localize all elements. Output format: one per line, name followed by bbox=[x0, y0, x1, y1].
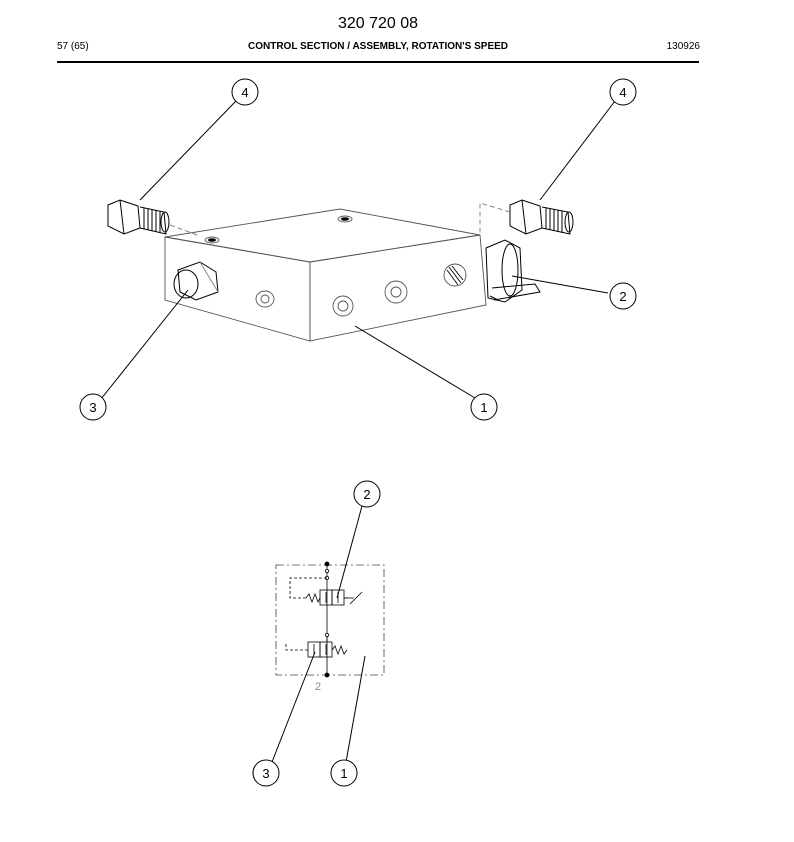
fitting-4-left bbox=[107, 199, 201, 237]
svg-text:3: 3 bbox=[89, 400, 96, 415]
callout-upper-1: 1 bbox=[470, 393, 498, 421]
page-number: 57 (65) bbox=[57, 41, 89, 52]
hydraulic-schematic: 2 bbox=[275, 561, 385, 693]
document-number: 320 720 08 bbox=[337, 15, 419, 32]
fitting-4-right bbox=[479, 199, 574, 235]
callout-upper-4-left: 4 bbox=[231, 78, 259, 106]
callout-upper-2: 2 bbox=[609, 282, 637, 310]
svg-text:4: 4 bbox=[619, 85, 626, 100]
valve-block bbox=[164, 208, 487, 342]
svg-text:2: 2 bbox=[315, 681, 321, 693]
header-rule bbox=[57, 61, 699, 63]
svg-text:1: 1 bbox=[340, 766, 347, 781]
callout-upper-3: 3 bbox=[79, 393, 107, 421]
svg-text:1: 1 bbox=[480, 400, 487, 415]
svg-text:3: 3 bbox=[262, 766, 269, 781]
svg-text:2: 2 bbox=[619, 289, 626, 304]
plug-3 bbox=[173, 261, 219, 301]
document-date: 130926 bbox=[666, 41, 700, 52]
callout-lower-2: 2 bbox=[353, 480, 381, 508]
page-title: CONTROL SECTION / ASSEMBLY, ROTATION'S S… bbox=[248, 41, 508, 52]
svg-text:4: 4 bbox=[241, 85, 248, 100]
svg-text:2: 2 bbox=[363, 487, 370, 502]
callout-lower-3: 3 bbox=[252, 759, 280, 787]
lower-leaders bbox=[271, 505, 366, 763]
upper-leaders bbox=[100, 100, 616, 400]
callout-upper-4-right: 4 bbox=[609, 78, 637, 106]
callout-lower-1: 1 bbox=[330, 759, 358, 787]
valve-2 bbox=[485, 239, 541, 303]
